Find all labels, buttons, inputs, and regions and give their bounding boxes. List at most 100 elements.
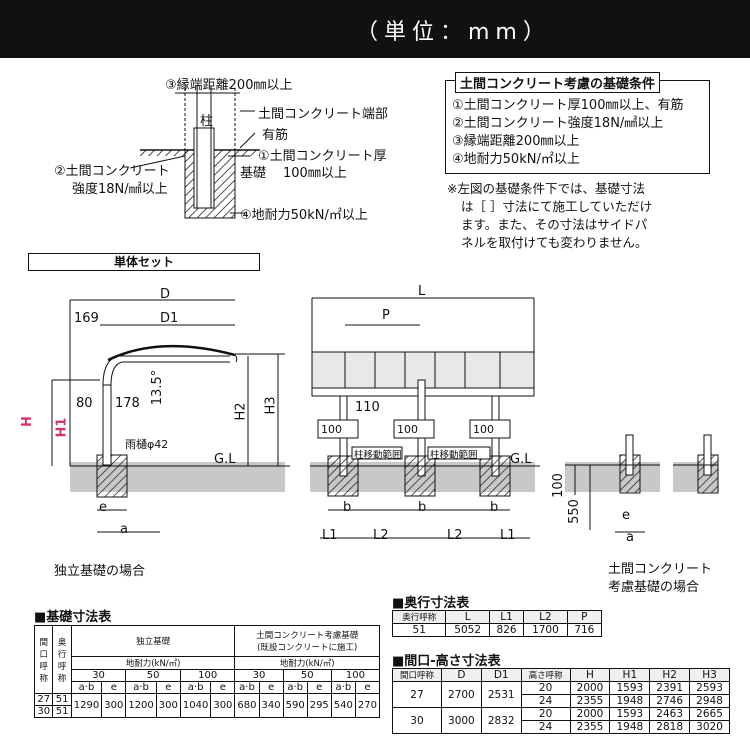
gl-label: G.L bbox=[214, 452, 236, 467]
table-header: L1 bbox=[488, 610, 525, 624]
dim-L1: L1 bbox=[322, 528, 338, 543]
table-header: D bbox=[440, 668, 482, 682]
table-cell: 1040 bbox=[179, 693, 212, 718]
dim-b: b bbox=[343, 500, 352, 515]
table-cell: 300 bbox=[210, 693, 236, 718]
dim-e: e bbox=[622, 508, 630, 523]
foundation-label: 基礎 bbox=[240, 166, 267, 181]
sub-header: e bbox=[210, 681, 236, 694]
table-cell: 24 bbox=[520, 720, 571, 734]
elevation-drawings bbox=[51, 297, 719, 539]
table-header: 奥行呼称 bbox=[391, 610, 447, 624]
move-range-label: 柱移動範囲 bbox=[354, 450, 402, 461]
table-cell: 540 bbox=[330, 693, 356, 718]
dim-80: 80 bbox=[76, 396, 93, 411]
sub-header: a·b bbox=[70, 681, 103, 694]
dim-e: e bbox=[99, 500, 107, 515]
note-line: ※左図の基礎条件下では、基礎寸法 bbox=[447, 181, 645, 196]
table-cell: 3000 bbox=[440, 707, 482, 734]
dim-110: 110 bbox=[355, 400, 380, 415]
bearing-val: 30 bbox=[234, 669, 284, 682]
bearing-val: 100 bbox=[179, 669, 236, 682]
note-line: は［ ］寸法にて施工していただけ bbox=[461, 199, 653, 214]
depth-table-title: ■奥行寸法表 bbox=[392, 596, 470, 611]
table-cell: 20 bbox=[520, 707, 571, 721]
table-cell: 2665 bbox=[689, 707, 730, 721]
note-line: ます。また、その寸法はサイドパ bbox=[461, 217, 648, 232]
table-cell: 2746 bbox=[649, 694, 691, 708]
title-bar bbox=[0, 0, 750, 58]
table-cell: 1593 bbox=[609, 681, 651, 695]
table-cell: 51 bbox=[52, 693, 72, 706]
sub-header: e bbox=[155, 681, 181, 694]
dim-L2: L2 bbox=[373, 528, 389, 543]
dim-100: 100 bbox=[397, 423, 418, 436]
table-cell: 2355 bbox=[569, 720, 611, 734]
condition-item: ②土間コンクリート強度18N/㎟以上 bbox=[452, 116, 664, 131]
table-cell: 30 bbox=[392, 707, 442, 734]
condition-item: ④地耐力50kN/㎡以上 bbox=[452, 152, 580, 167]
note-text: ※左図の基礎条件下では、基礎寸法 は［ ］寸法にて施工していただけ ます。また、… bbox=[447, 180, 717, 252]
detail-caption: 土間コンクリート bbox=[608, 562, 713, 577]
table-cell: 24 bbox=[520, 694, 571, 708]
rebar-label: 有筋 bbox=[262, 128, 289, 143]
conditions-title: 土間コンクリート考慮の基礎条件 bbox=[455, 72, 661, 93]
table-cell: 2818 bbox=[649, 720, 691, 734]
table-cell: 1948 bbox=[609, 694, 651, 708]
dim-b: b bbox=[490, 500, 499, 515]
table-cell: 2000 bbox=[569, 681, 611, 695]
table-cell: 590 bbox=[282, 693, 308, 718]
table-header: P bbox=[566, 610, 603, 624]
table-cell: 300 bbox=[101, 693, 127, 718]
dim-P: P bbox=[382, 308, 390, 323]
table-cell: 826 bbox=[488, 623, 525, 637]
sub-header: a·b bbox=[282, 681, 308, 694]
dim-H2: H2 bbox=[233, 402, 249, 421]
size-table-title: ■間口-高さ寸法表 bbox=[392, 654, 501, 669]
table-cell: 2593 bbox=[689, 681, 730, 695]
table-cell: 1200 bbox=[125, 693, 157, 718]
table-cell: 716 bbox=[566, 623, 603, 637]
slab-edge-label: 土間コンクリート端部 bbox=[258, 107, 389, 122]
table-cell: 1290 bbox=[70, 693, 103, 718]
table-cell: 2355 bbox=[569, 694, 611, 708]
move-range-label: 柱移動範囲 bbox=[430, 450, 478, 461]
page-title: 寸法図 bbox=[205, 14, 331, 54]
condition-item: ③縁端距離200㎜以上 bbox=[452, 134, 580, 149]
side-caption: 独立基礎の場合 bbox=[54, 564, 146, 579]
table-cell: 340 bbox=[258, 693, 284, 718]
dim-L: L bbox=[418, 284, 426, 299]
bearing-header: 地耐力(kN/㎡) bbox=[234, 656, 380, 670]
table-header: L bbox=[445, 610, 490, 624]
table-cell: 1948 bbox=[609, 720, 651, 734]
dim-H: H bbox=[19, 416, 35, 427]
gutter-label: 雨樋φ42 bbox=[125, 438, 169, 451]
edge-distance-label: ③縁端距離200㎜以上 bbox=[165, 78, 293, 93]
dim-L1: L1 bbox=[500, 528, 516, 543]
table-header: 間口呼称 bbox=[392, 668, 442, 682]
bearing-val: 100 bbox=[330, 669, 381, 682]
table-cell: 2531 bbox=[480, 681, 522, 708]
group-slab: 土間コンクリート考慮基礎(既設コンクリートに施工) bbox=[234, 625, 380, 657]
table-header: H2 bbox=[649, 668, 691, 682]
sub-header: e bbox=[354, 681, 381, 694]
slab-thickness-value: 100㎜以上 bbox=[283, 166, 347, 181]
foundation-section-diagram bbox=[129, 86, 260, 219]
bearing-val: 50 bbox=[282, 669, 332, 682]
dim-100: 100 bbox=[473, 423, 494, 436]
sub-header: a·b bbox=[179, 681, 212, 694]
note-line: ネルを取付けても変わりません。 bbox=[461, 235, 648, 250]
table-cell: 270 bbox=[354, 693, 381, 718]
table-cell: 5052 bbox=[445, 623, 490, 637]
table-cell: 1700 bbox=[523, 623, 568, 637]
table-cell: 20 bbox=[520, 681, 571, 695]
table-cell: 2463 bbox=[649, 707, 691, 721]
table-cell: 2832 bbox=[480, 707, 522, 734]
col-depth: 奥行呼称 bbox=[52, 625, 72, 694]
bearing-val: 50 bbox=[125, 669, 181, 682]
sub-header: a·b bbox=[125, 681, 157, 694]
set-label: 単体セット bbox=[28, 253, 260, 271]
gl-label: G.L bbox=[510, 452, 532, 467]
dim-a: a bbox=[120, 522, 128, 537]
bearing-header: 地耐力(kN/㎡) bbox=[70, 656, 236, 670]
